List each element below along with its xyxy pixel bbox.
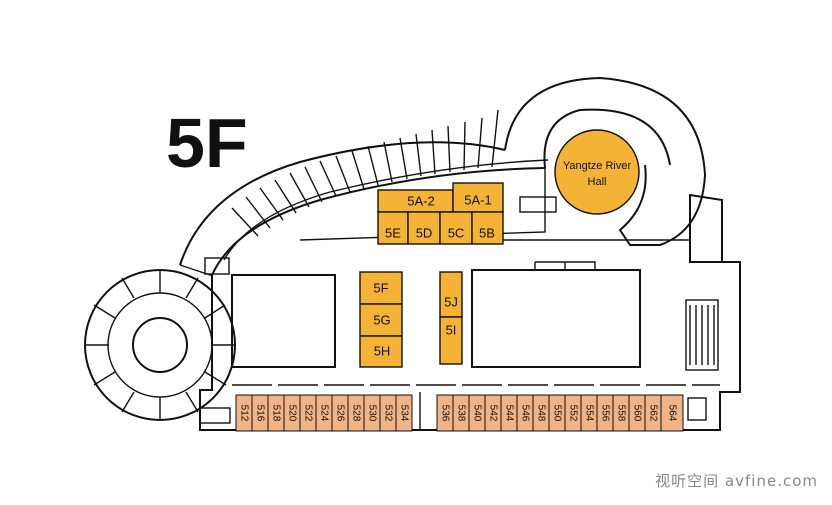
main-rooms: 5A-2 5A-1 5E 5D 5C 5B 5F 5G [359,182,504,368]
escalator [685,299,719,371]
rotunda-ribs [86,270,234,420]
svg-text:5D: 5D [416,226,433,241]
stair-icon [199,407,231,424]
svg-text:5I: 5I [446,323,457,338]
room-532[interactable]: 532 [379,394,397,432]
room-540[interactable]: 540 [468,394,486,432]
toilet-icon-2 [519,196,557,213]
room-548[interactable]: 548 [532,394,550,432]
svg-text:548: 548 [536,405,547,422]
room-556[interactable]: 556 [596,394,614,432]
room-530[interactable]: 530 [363,394,381,432]
room-5i[interactable]: 5I [439,316,463,365]
room-5h[interactable]: 5H [359,335,403,368]
room-554[interactable]: 554 [580,394,598,432]
svg-text:Yangtze River: Yangtze River [563,160,632,172]
room-5c[interactable]: 5C [439,211,473,245]
room-562[interactable]: 562 [644,394,662,432]
room-522[interactable]: 522 [299,394,317,432]
svg-text:540: 540 [472,405,483,422]
room-5d[interactable]: 5D [407,211,441,245]
svg-text:524: 524 [319,405,330,422]
yangtze-river-hall[interactable]: Yangtze River Hall [554,129,640,215]
svg-text:554: 554 [584,405,595,422]
svg-text:5C: 5C [448,226,465,241]
small-rooms-right: 536 538 540 542 544 546 548 550 552 554 … [436,394,684,432]
room-5g[interactable]: 5G [359,303,403,337]
svg-text:562: 562 [648,405,659,422]
room-5j[interactable]: 5J [439,271,463,318]
room-518[interactable]: 518 [267,394,285,432]
toilet-icon [204,257,230,275]
svg-text:516: 516 [255,405,266,422]
svg-text:558: 558 [616,405,627,422]
room-544[interactable]: 544 [500,394,518,432]
room-538[interactable]: 538 [452,394,470,432]
elevator [687,397,707,421]
room-546[interactable]: 546 [516,394,534,432]
svg-text:538: 538 [456,405,467,422]
svg-text:520: 520 [287,405,298,422]
room-564[interactable]: 564 [660,394,684,432]
room-526[interactable]: 526 [331,394,349,432]
svg-text:546: 546 [520,405,531,422]
small-rooms-left: 512 516 518 520 522 524 526 528 530 532 … [235,394,413,432]
room-528[interactable]: 528 [347,394,365,432]
room-520[interactable]: 520 [283,394,301,432]
floor-title: 5F [166,104,248,182]
svg-text:5J: 5J [444,295,458,310]
svg-text:5H: 5H [374,344,391,359]
svg-text:550: 550 [552,405,563,422]
svg-text:5F: 5F [373,281,388,296]
room-5e[interactable]: 5E [377,211,409,245]
svg-text:530: 530 [367,405,378,422]
watermark: 视听空间 avfine.com [655,472,818,490]
svg-text:556: 556 [600,405,611,422]
svg-text:Hall: Hall [588,176,607,188]
room-536[interactable]: 536 [436,394,454,432]
building-outline [84,76,741,431]
svg-text:544: 544 [504,405,515,422]
svg-text:5G: 5G [373,313,390,328]
room-542[interactable]: 542 [484,394,502,432]
svg-text:526: 526 [335,405,346,422]
svg-text:536: 536 [440,405,451,422]
svg-text:522: 522 [303,405,314,422]
svg-text:5A-2: 5A-2 [407,194,434,209]
svg-text:552: 552 [568,405,579,422]
svg-text:512: 512 [239,405,250,422]
svg-text:518: 518 [271,405,282,422]
room-534[interactable]: 534 [395,394,413,432]
svg-text:564: 564 [667,405,678,422]
room-516[interactable]: 516 [251,394,269,432]
room-550[interactable]: 550 [548,394,566,432]
room-524[interactable]: 524 [315,394,333,432]
svg-text:5E: 5E [385,226,401,241]
room-5f[interactable]: 5F [359,271,403,305]
room-512[interactable]: 512 [235,394,253,432]
svg-text:5B: 5B [479,226,495,241]
corridor-ribs [231,109,499,237]
svg-text:528: 528 [351,405,362,422]
svg-text:534: 534 [399,405,410,422]
room-558[interactable]: 558 [612,394,630,432]
room-5b[interactable]: 5B [471,211,504,245]
room-560[interactable]: 560 [628,394,646,432]
room-5a-2[interactable]: 5A-2 [377,189,454,213]
svg-text:560: 560 [632,405,643,422]
svg-text:542: 542 [488,405,499,422]
room-5a-1[interactable]: 5A-1 [452,182,504,213]
svg-text:5A-1: 5A-1 [464,193,491,208]
svg-text:532: 532 [383,405,394,422]
room-552[interactable]: 552 [564,394,582,432]
